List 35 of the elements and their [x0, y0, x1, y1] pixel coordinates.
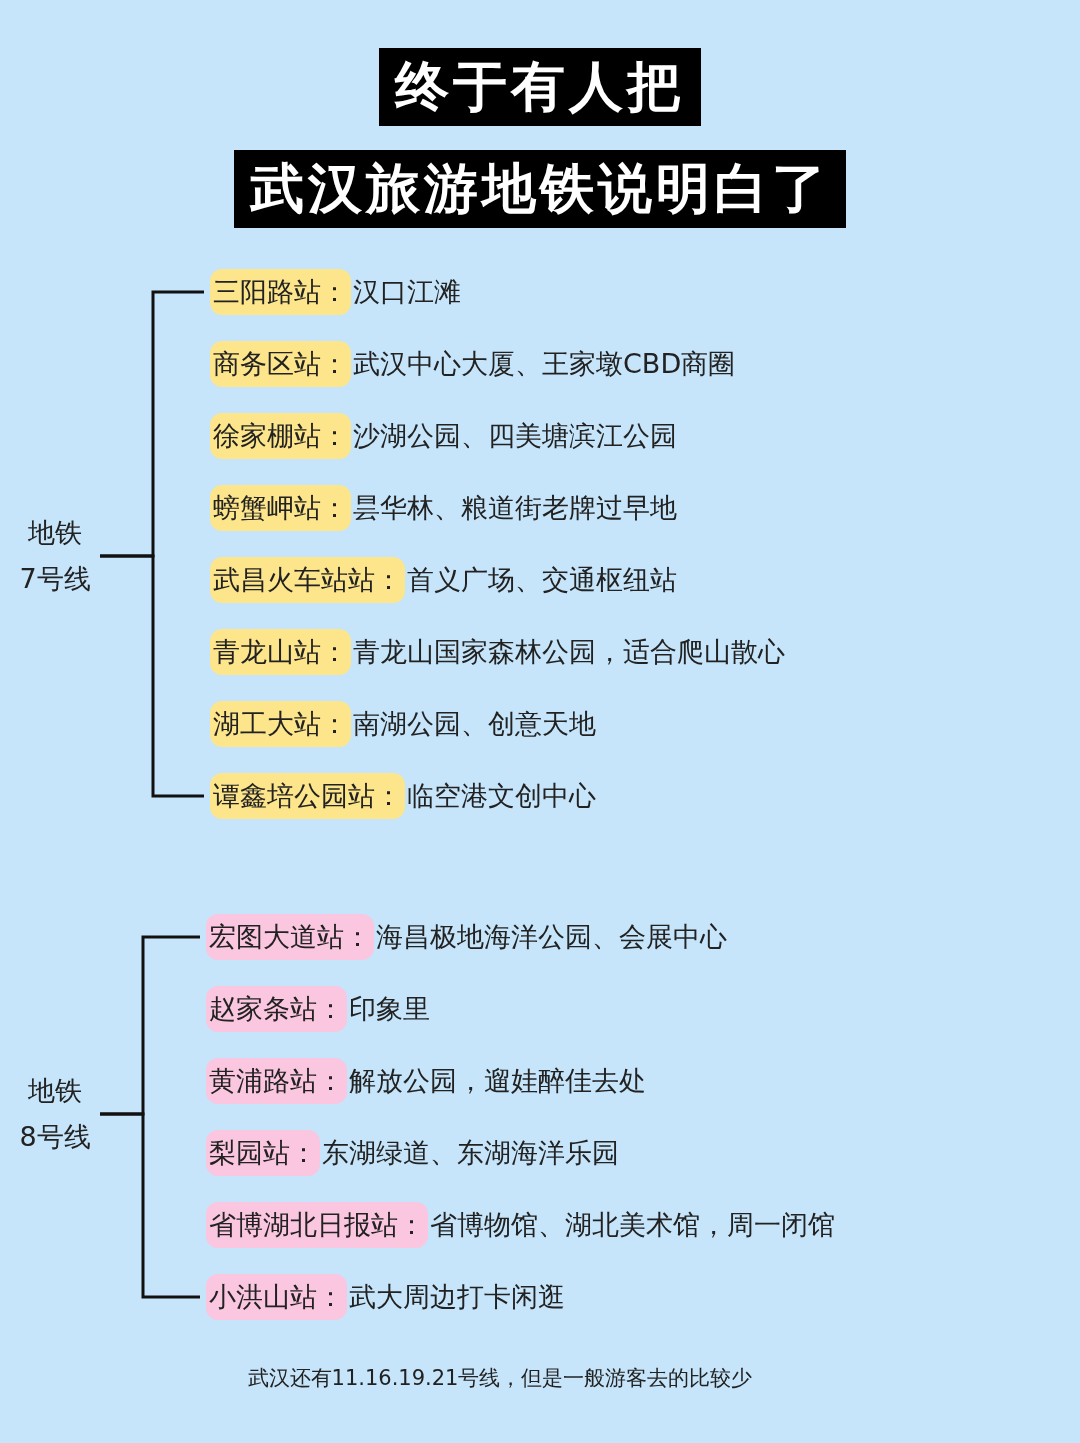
station-description: 武汉中心大厦、王家墩CBD商圈: [353, 347, 736, 381]
station-name: 宏图大道站：: [206, 914, 374, 960]
station-name: 梨园站：: [206, 1130, 320, 1176]
bracket-line: [100, 554, 204, 798]
station-description: 南湖公园、创意天地: [353, 707, 596, 741]
station-name: 青龙山站：: [210, 629, 351, 675]
station-name: 谭鑫培公园站：: [210, 773, 405, 819]
station-description: 青龙山国家森林公园，适合爬山散心: [353, 635, 785, 669]
line-label: 地铁 7号线: [10, 510, 100, 602]
station-description: 印象里: [349, 992, 430, 1026]
station-name: 武昌火车站站：: [210, 557, 405, 603]
footnote: 武汉还有11.16.19.21号线，但是一般游客去的比较少: [246, 1365, 754, 1392]
bracket-line: [100, 1112, 200, 1299]
station-name: 省博湖北日报站：: [206, 1202, 428, 1248]
title-banner: 终于有人把: [379, 48, 701, 126]
station-description: 海昌极地海洋公园、会展中心: [376, 920, 727, 954]
station-name: 螃蟹岬站：: [210, 485, 351, 531]
station-name: 湖工大站：: [210, 701, 351, 747]
station-description: 首义广场、交通枢纽站: [407, 563, 677, 597]
station-description: 省博物馆、湖北美术馆，周一闭馆: [430, 1208, 835, 1242]
station-name: 商务区站：: [210, 341, 351, 387]
station-name: 赵家条站：: [206, 986, 347, 1032]
station-description: 汉口江滩: [353, 275, 461, 309]
station-description: 武大周边打卡闲逛: [349, 1280, 565, 1314]
station-description: 临空港文创中心: [407, 779, 596, 813]
station-description: 解放公园，遛娃醉佳去处: [349, 1064, 646, 1098]
station-name: 小洪山站：: [206, 1274, 347, 1320]
station-description: 昙华林、粮道街老牌过早地: [353, 491, 677, 525]
station-name: 徐家棚站：: [210, 413, 351, 459]
station-description: 东湖绿道、东湖海洋乐园: [322, 1136, 619, 1170]
station-name: 三阳路站：: [210, 269, 351, 315]
station-name: 黄浦路站：: [206, 1058, 347, 1104]
station-description: 沙湖公园、四美塘滨江公园: [353, 419, 677, 453]
line-label: 地铁 8号线: [10, 1068, 100, 1160]
title-banner: 武汉旅游地铁说明白了: [234, 150, 846, 228]
